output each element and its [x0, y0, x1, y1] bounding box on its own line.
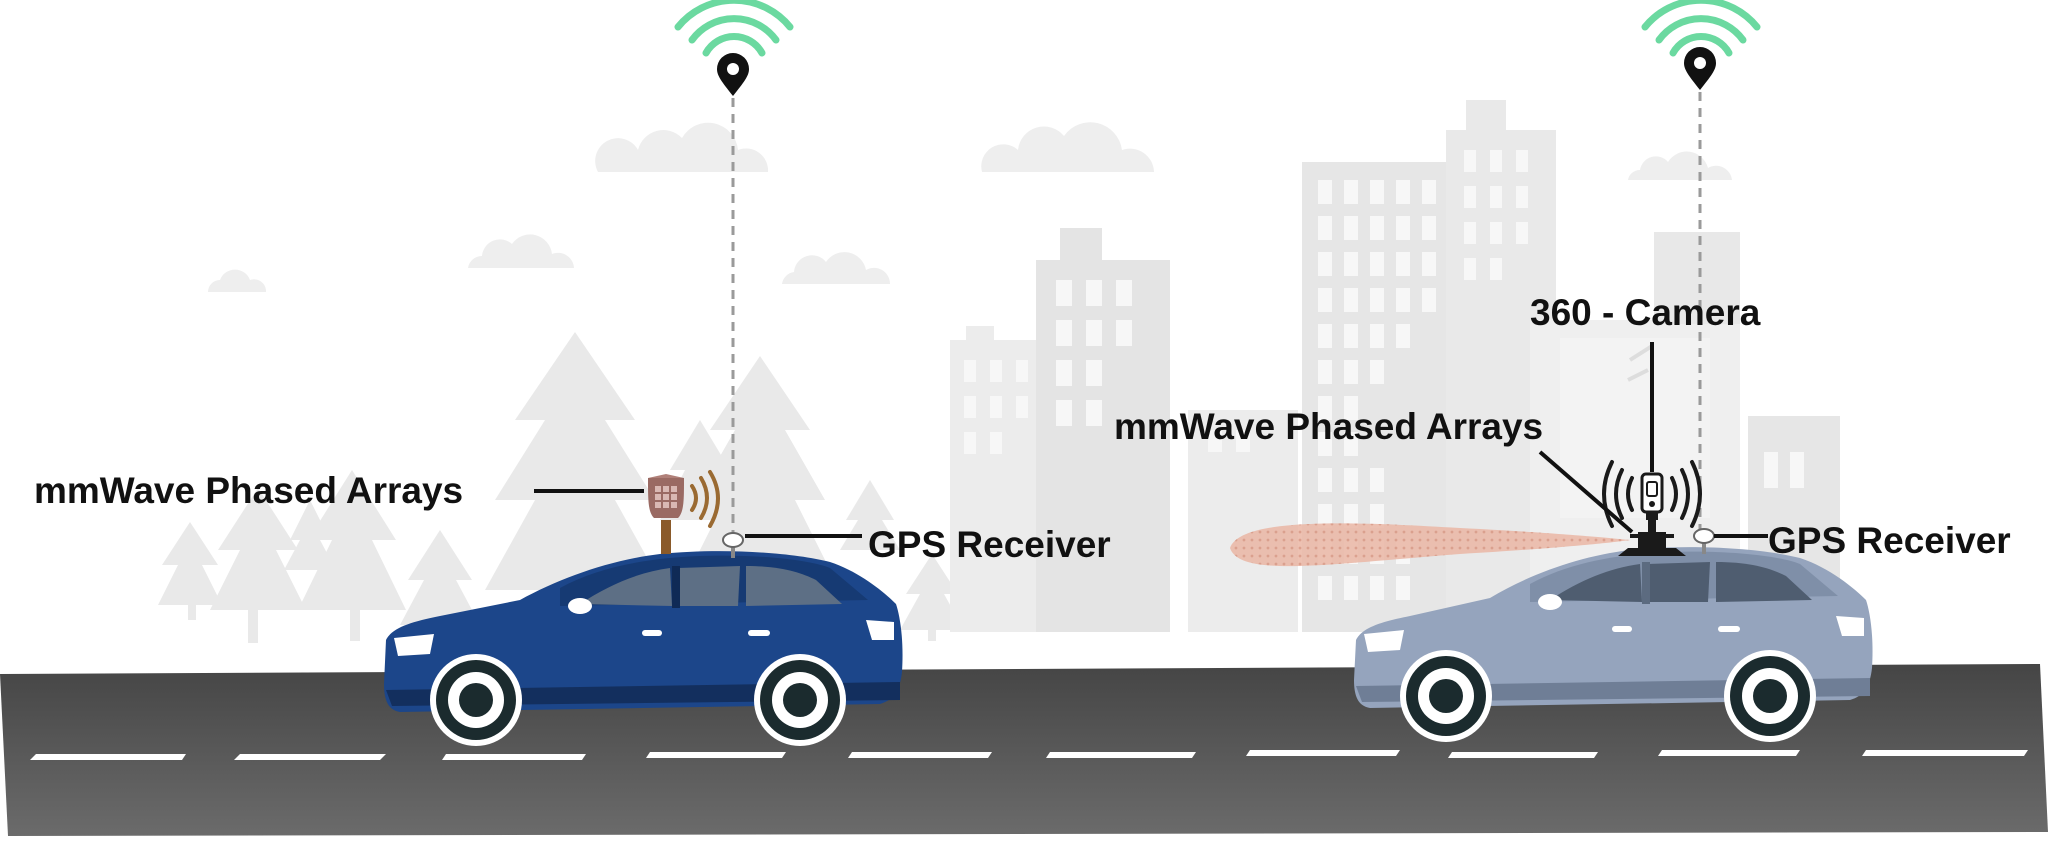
right-gps-signal [1641, 0, 1761, 534]
left-gps-signal [674, 0, 794, 540]
left-car-front-wheel [430, 654, 522, 746]
right-mmwave-label: mmWave Phased Arrays [1114, 406, 1544, 447]
left-gps-label: GPS Receiver [868, 524, 1111, 565]
radio-waves-icon [1602, 460, 1702, 528]
right-car-front-wheel [1400, 650, 1492, 742]
right-car [1354, 547, 1873, 742]
background-clouds [208, 122, 1732, 292]
left-car [384, 551, 903, 746]
beam-texture [1230, 523, 1630, 567]
wifi-signal-icon [674, 0, 794, 57]
left-mmwave-label: mmWave Phased Arrays [34, 470, 464, 511]
camera-icon [1640, 472, 1664, 520]
left-car-rear-wheel [754, 654, 846, 746]
camera-label: 360 - Camera [1530, 292, 1761, 333]
right-car-rear-wheel [1724, 650, 1816, 742]
right-gps-label: GPS Receiver [1768, 520, 2011, 561]
gps-antenna-icon [722, 532, 744, 558]
radio-waves-icon [690, 470, 720, 528]
left-phased-array [648, 470, 720, 554]
leader-lines [534, 342, 1768, 538]
wifi-signal-icon [1641, 0, 1761, 57]
background-trees [158, 332, 964, 643]
right-roof-rig [1602, 460, 1702, 556]
